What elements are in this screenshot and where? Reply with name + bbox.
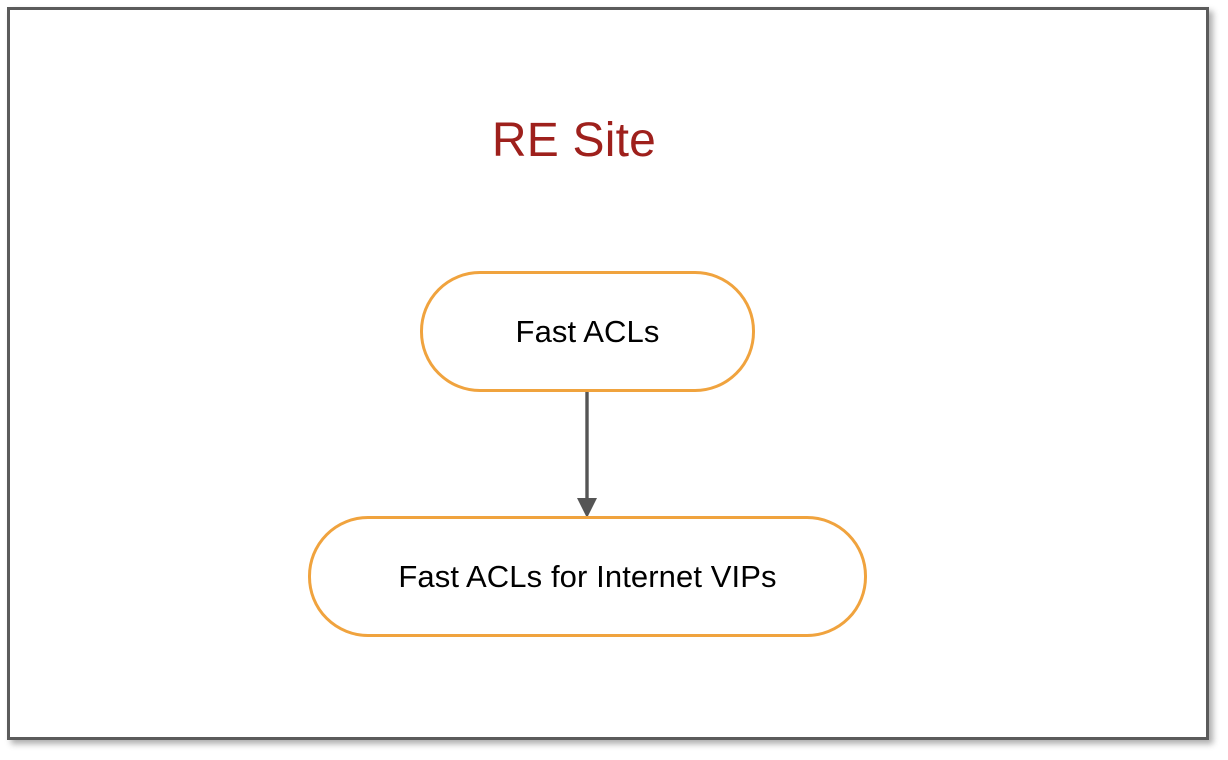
arrowhead-icon: [577, 498, 597, 518]
diagram-frame: RE Site Fast ACLs Fast ACLs for Internet…: [7, 7, 1209, 740]
node-fast-acls-for-internet-vips[interactable]: Fast ACLs for Internet VIPs: [308, 516, 867, 637]
node-fast-acls[interactable]: Fast ACLs: [420, 271, 755, 392]
page-title: RE Site: [491, 114, 657, 167]
edge-fast-acls-to-internet-vips: [577, 392, 597, 518]
node-fast-acls-for-internet-vips-label: Fast ACLs for Internet VIPs: [398, 558, 777, 594]
node-fast-acls-label: Fast ACLs: [515, 313, 660, 349]
